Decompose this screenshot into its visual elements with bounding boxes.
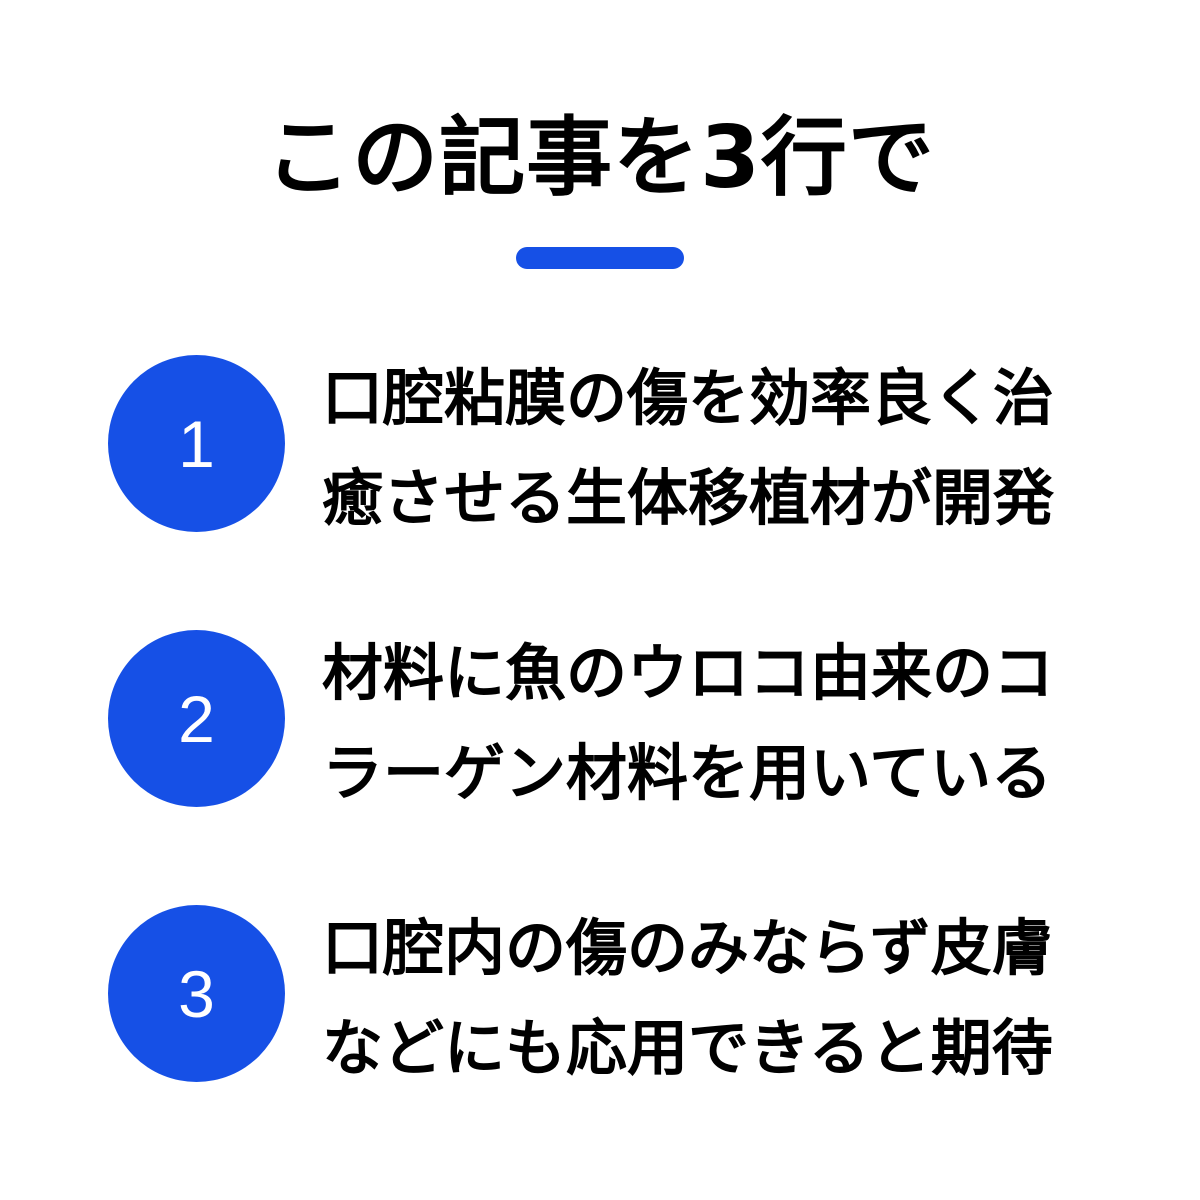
summary-line: 口腔粘膜の傷を効率良く治 (322, 363, 1055, 434)
number-label-2: 2 (178, 681, 215, 756)
page-title: この記事を3行で (265, 108, 935, 208)
summary-item-2: 2 材料に魚のウロコ由来のコ ラーゲン材料を用いている (0, 630, 1200, 810)
number-label-3: 3 (178, 956, 215, 1031)
number-badge-1: 1 (108, 355, 285, 532)
summary-line: 癒させる生体移植材が開発 (322, 463, 1055, 534)
summary-text-2: 材料に魚のウロコ由来のコ ラーゲン材料を用いている (322, 630, 1122, 806)
number-badge-2: 2 (108, 630, 285, 807)
summary-text-1: 口腔粘膜の傷を効率良く治 癒させる生体移植材が開発 (322, 355, 1122, 531)
number-label-1: 1 (178, 406, 215, 481)
number-badge-3: 3 (108, 905, 285, 1082)
summary-text-3: 口腔内の傷のみならず皮膚 などにも応用できると期待 (322, 905, 1122, 1081)
summary-line: 口腔内の傷のみならず皮膚 (322, 913, 1053, 984)
title-underline-bar (516, 247, 684, 269)
summary-line: ラーゲン材料を用いている (322, 738, 1053, 809)
summary-line: 材料に魚のウロコ由来のコ (322, 638, 1055, 709)
summary-item-1: 1 口腔粘膜の傷を効率良く治 癒させる生体移植材が開発 (0, 355, 1200, 535)
summary-line: などにも応用できると期待 (322, 1013, 1053, 1084)
summary-item-3: 3 口腔内の傷のみならず皮膚 などにも応用できると期待 (0, 905, 1200, 1085)
